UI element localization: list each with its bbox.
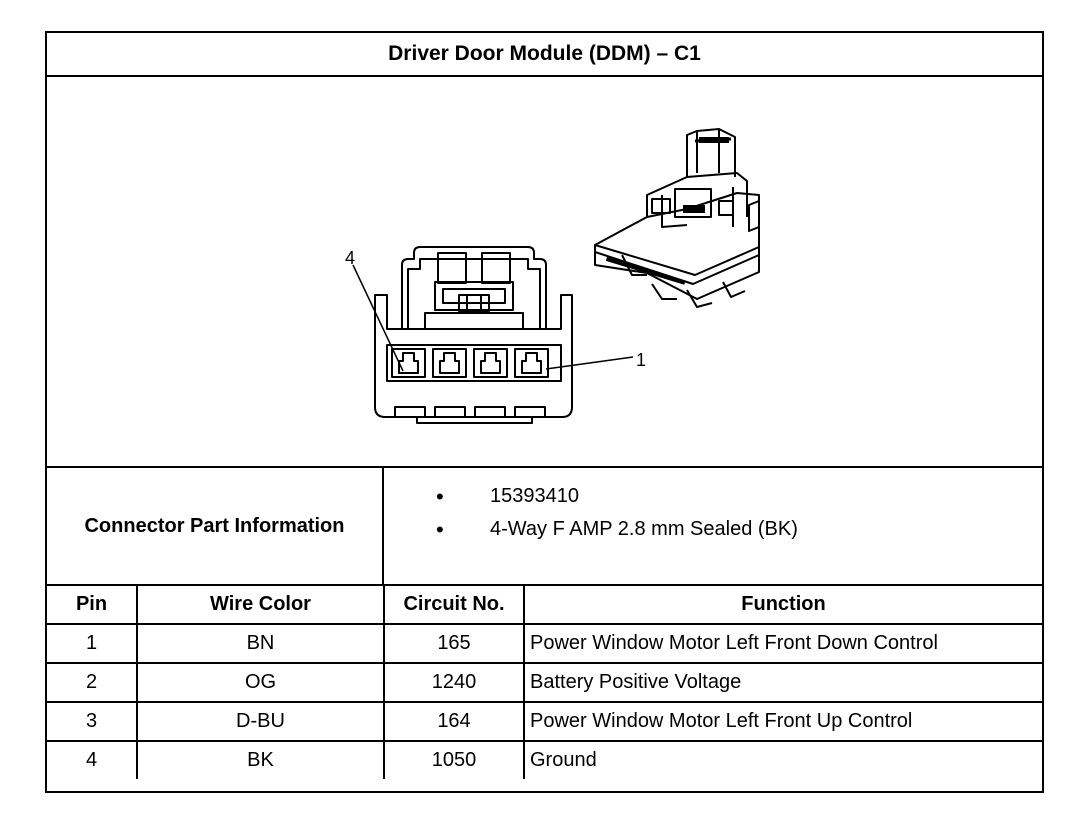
circuit-no-cell: 1240: [383, 662, 525, 703]
connector-face-outline: [374, 343, 573, 418]
function-cell: Battery Positive Voltage: [523, 662, 1042, 703]
circuit-no-cell: 164: [383, 701, 525, 742]
function-cell: Power Window Motor Left Front Down Contr…: [523, 623, 1042, 664]
circuit-no-cell: 1050: [383, 740, 525, 779]
connector-illustration: 4 1: [47, 77, 1042, 468]
callout-1-label: 1: [636, 350, 646, 370]
table-row: 2 OG 1240 Battery Positive Voltage: [47, 662, 1042, 703]
table-header-row: Pin Wire Color Circuit No. Function: [47, 586, 1042, 625]
cpi-list: 15393410 4-Way F AMP 2.8 mm Sealed (BK): [384, 468, 1042, 596]
cpi-label: Connector Part Information: [47, 468, 384, 584]
wire-color-cell: BK: [136, 740, 385, 779]
circuit-no-cell: 165: [383, 623, 525, 664]
function-cell: Power Window Motor Left Front Up Control: [523, 701, 1042, 742]
wire-color-cell: BN: [136, 623, 385, 664]
pin-table: Pin Wire Color Circuit No. Function 1 BN…: [47, 586, 1042, 779]
cpi-part-number: 15393410: [384, 480, 1042, 513]
cpi-description: 4-Way F AMP 2.8 mm Sealed (BK): [384, 513, 1042, 546]
wire-color-cell: D-BU: [136, 701, 385, 742]
function-cell: Ground: [523, 740, 1042, 779]
wire-color-cell: OG: [136, 662, 385, 703]
pin-cell: 1: [47, 623, 138, 664]
connector-drawing: 4 1: [345, 128, 760, 424]
table-row: 4 BK 1050 Ground: [47, 740, 1042, 779]
table-row: 1 BN 165 Power Window Motor Left Front D…: [47, 623, 1042, 664]
header-wire-color: Wire Color: [136, 586, 385, 625]
header-circuit-no: Circuit No.: [383, 586, 525, 625]
callout-4-leader: [352, 264, 404, 372]
cavity-1: [514, 348, 549, 378]
pin-cell: 3: [47, 701, 138, 742]
table-row: 3 D-BU 164 Power Window Motor Left Front…: [47, 701, 1042, 742]
callout-1-leader: [545, 356, 634, 370]
page-title: Driver Door Module (DDM) – C1: [47, 33, 1042, 77]
callout-4-label: 4: [345, 248, 355, 268]
connector-sheet: Driver Door Module (DDM) – C1: [45, 31, 1044, 793]
cavity-2: [473, 348, 508, 378]
cavity-3: [432, 348, 467, 378]
cavity-4: [391, 348, 426, 378]
header-pin: Pin: [47, 586, 138, 625]
header-function: Function: [523, 586, 1042, 625]
pin-cell: 2: [47, 662, 138, 703]
pin-cell: 4: [47, 740, 138, 779]
connector-part-information: Connector Part Information 15393410 4-Wa…: [47, 468, 1042, 586]
